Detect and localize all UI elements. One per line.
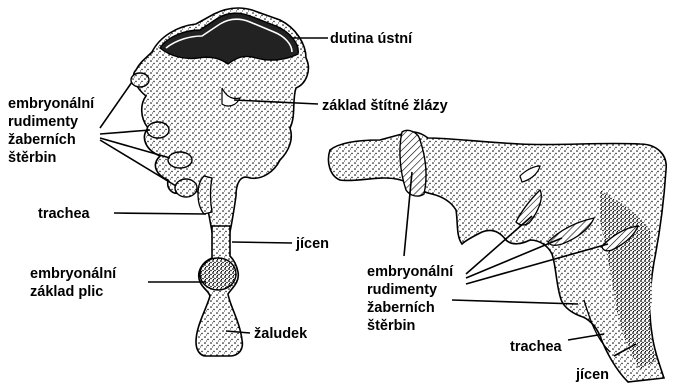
gill-pouch-2: [147, 122, 169, 138]
label-rudiments-left-2: rudimenty: [8, 114, 78, 130]
label-dutina-ustni: dutina ústní: [330, 31, 413, 47]
gill-pouch-1: [131, 73, 149, 87]
label-jicen-left: jícen: [295, 236, 329, 252]
trachea-bud: [198, 176, 212, 214]
label-rudiments-left-4: štěrbin: [8, 150, 56, 166]
label-rudiments-right-4: štěrbin: [367, 318, 415, 334]
label-jicen-right: jícen: [575, 367, 609, 383]
label-trachea-left: trachea: [38, 206, 91, 222]
label-trachea-right: trachea: [510, 339, 563, 355]
label-rudiments-left-3: žaberních: [8, 132, 76, 148]
lung-bud: [200, 258, 236, 290]
label-plic-1: embryonální: [30, 266, 117, 282]
label-zaklad-stitne-zlazy: základ štítné žlázy: [322, 98, 448, 114]
esophagus-tube: [196, 226, 242, 356]
label-rudiments-right-2: rudimenty: [367, 282, 437, 298]
right-pharynx-figure: [328, 130, 666, 382]
label-rudiments-right-3: žaberních: [367, 300, 435, 316]
label-zaludek: žaludek: [254, 326, 308, 342]
label-plic-2: základ plic: [30, 284, 103, 300]
label-rudiments-left-1: embryonální: [8, 96, 95, 112]
gill-pouch-3: [168, 152, 192, 168]
label-rudiments-right-1: embryonální: [367, 264, 454, 280]
gill-pouch-4: [175, 179, 197, 197]
left-pharynx-figure: [131, 8, 308, 356]
